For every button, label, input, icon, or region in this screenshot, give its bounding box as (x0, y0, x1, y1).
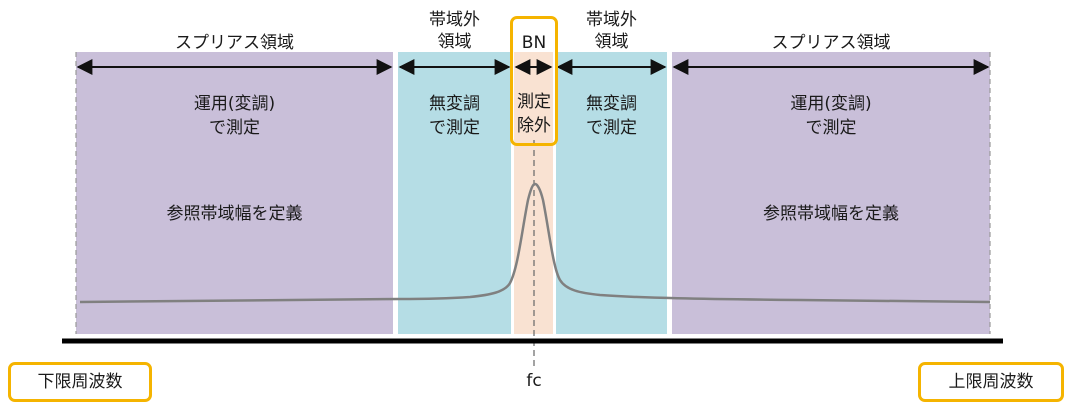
oob-right-note-line1: 無変調 (586, 94, 637, 114)
oob-left-label: 帯域外 領域 (398, 9, 511, 53)
bn-note-line2: 除外 (517, 116, 551, 136)
oob-right-note: 無変調 で測定 (556, 92, 667, 140)
spurious-left-note-line1: 運用(変調) (193, 94, 276, 114)
spurious-right-label: スプリアス領域 (771, 33, 891, 53)
oob-right-note-line2: で測定 (586, 118, 637, 138)
spurious-right-note-line1: 運用(変調) (790, 94, 872, 114)
oob-left-label-line1: 帯域外 (429, 10, 480, 30)
spurious-region-right (672, 52, 990, 334)
oob-left-label-line2: 領域 (437, 32, 472, 52)
spurious-left-note-line2: で測定 (209, 118, 260, 138)
lower-frequency-label: 下限周波数 (8, 362, 152, 402)
out-of-band-region-left (398, 52, 511, 334)
spurious-right-note-line2: で測定 (805, 118, 857, 138)
bn-label: BN (521, 33, 547, 53)
center-frequency-label: fc (526, 371, 542, 391)
spurious-right-note3: 参照帯域幅を定義 (763, 204, 899, 224)
oob-right-label-line2: 領域 (594, 32, 629, 52)
upper-frequency-label: 上限周波数 (918, 362, 1064, 402)
spurious-right-note: 運用(変調) で測定 (672, 92, 990, 140)
oob-right-label: 帯域外 領域 (556, 9, 667, 53)
spurious-left-note: 運用(変調) で測定 (76, 92, 393, 140)
oob-left-note-line2: で測定 (429, 118, 480, 138)
bn-highlight-box (510, 16, 558, 146)
spectrum-curve (79, 182, 991, 304)
bn-note-line1: 測定 (517, 92, 551, 112)
spurious-left-note3: 参照帯域幅を定義 (166, 204, 303, 224)
spurious-left-label: スプリアス領域 (175, 33, 294, 53)
spurious-region-left (76, 52, 393, 334)
oob-right-label-line1: 帯域外 (586, 10, 637, 30)
bn-note: 測定 除外 (513, 90, 555, 138)
oob-left-note: 無変調 で測定 (398, 92, 511, 140)
oob-left-note-line1: 無変調 (429, 94, 480, 114)
out-of-band-region-right (556, 52, 667, 334)
